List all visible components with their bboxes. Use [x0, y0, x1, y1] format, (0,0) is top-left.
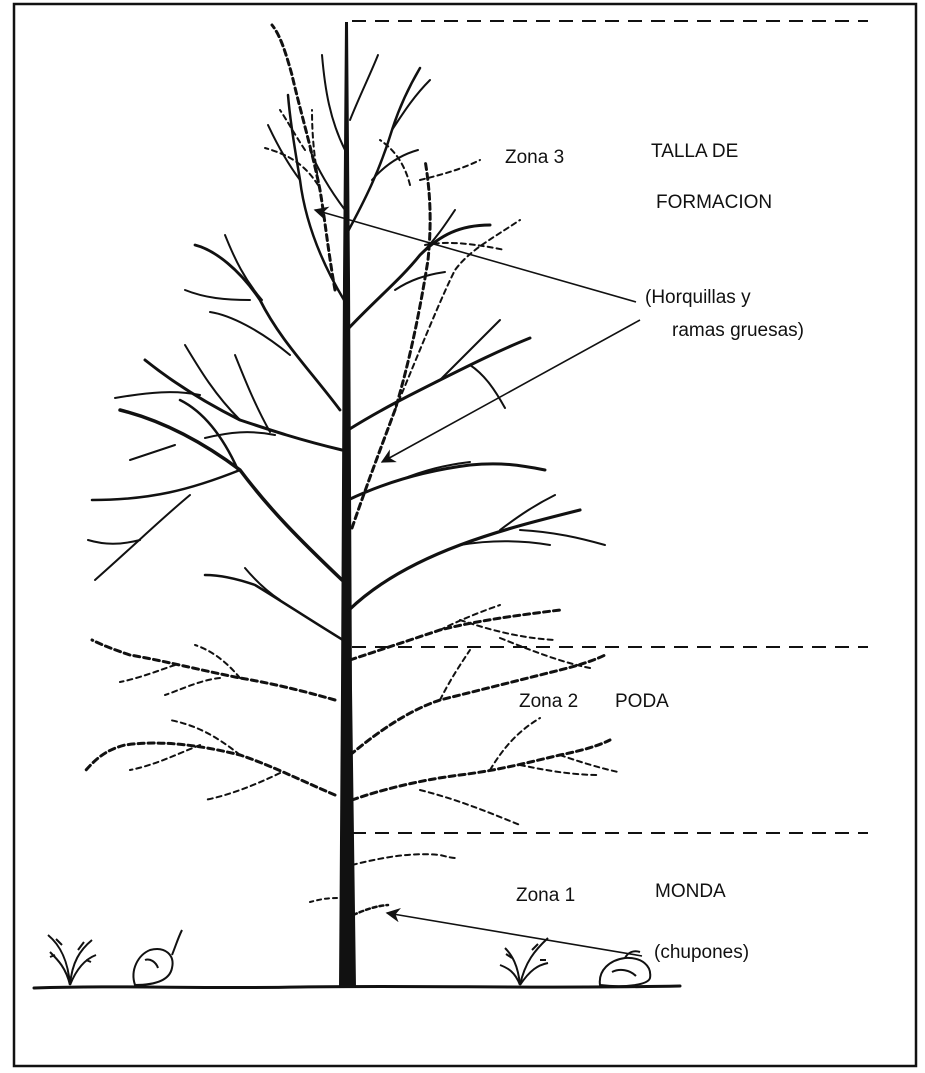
arrow-to-fork [315, 210, 636, 302]
zone-2-label: Zona 2 [519, 691, 578, 712]
zone-3-label: Zona 3 [505, 147, 564, 168]
zone-3-note-line-1: (Horquillas y [645, 287, 751, 308]
zone-3-title-line-1: TALLA DE [651, 141, 738, 162]
tree-trunk [339, 22, 356, 988]
ground-line [34, 986, 680, 988]
suckers-zone-1 [310, 854, 456, 915]
dashed-branches-zone-3 [265, 25, 520, 528]
arrow-to-suckers [387, 913, 642, 956]
zone-2-title: PODA [615, 691, 669, 712]
zone-3-note-line-2: ramas gruesas) [672, 320, 804, 341]
zone-1-title: MONDA [655, 881, 726, 902]
zone-3-title-line-2: FORMACION [656, 192, 772, 213]
zone-1-note: (chupones) [654, 942, 749, 963]
shrub-icon [48, 935, 96, 985]
shrub-icon [500, 938, 548, 985]
zone-1-label: Zona 1 [516, 885, 575, 906]
stone-icon [133, 930, 182, 985]
frame-border [14, 4, 916, 1066]
stone-icon [600, 951, 650, 986]
